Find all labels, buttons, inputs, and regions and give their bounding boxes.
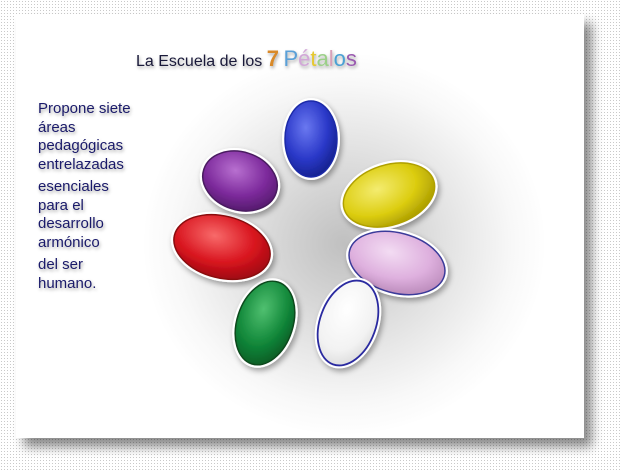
petal-blue <box>282 98 340 180</box>
petal-green <box>232 278 298 368</box>
description-line: áreas <box>38 118 76 136</box>
description-line: entrelazadas <box>38 155 124 173</box>
title-prefix: La Escuela de los <box>136 53 267 70</box>
description-line: del ser <box>38 256 84 273</box>
title-letter-p: P <box>283 46 299 71</box>
slide: La Escuela de los 7 Pétalos Propone siet… <box>16 14 584 438</box>
petal-purple <box>199 148 281 214</box>
title-letter-a: a <box>316 46 329 71</box>
title-letter-l: l <box>328 46 334 71</box>
description-line: humano. <box>38 274 97 292</box>
petal-pink <box>346 228 448 298</box>
description-line: Propone siete <box>38 100 131 117</box>
description-line: para el <box>38 196 84 214</box>
description-line: desarrollo <box>38 215 104 232</box>
description-line: pedagógicas <box>38 137 124 154</box>
description-text: Propone siete áreas pedagógicas entrelaz… <box>38 100 188 293</box>
title-letter-t: t <box>310 46 317 71</box>
petal-white <box>314 277 382 369</box>
petal-red <box>170 211 274 283</box>
title-letter-e: é <box>298 46 311 71</box>
description-line: esenciales <box>38 178 109 195</box>
title-letter-o: o <box>333 46 346 71</box>
description-line: armónico <box>38 233 100 251</box>
petal-yellow <box>340 160 438 230</box>
flower-diagram <box>170 98 448 369</box>
title-number: 7 <box>266 46 279 71</box>
title-letter-s: s <box>345 46 357 71</box>
slide-title: La Escuela de los 7 Pétalos <box>136 46 357 72</box>
